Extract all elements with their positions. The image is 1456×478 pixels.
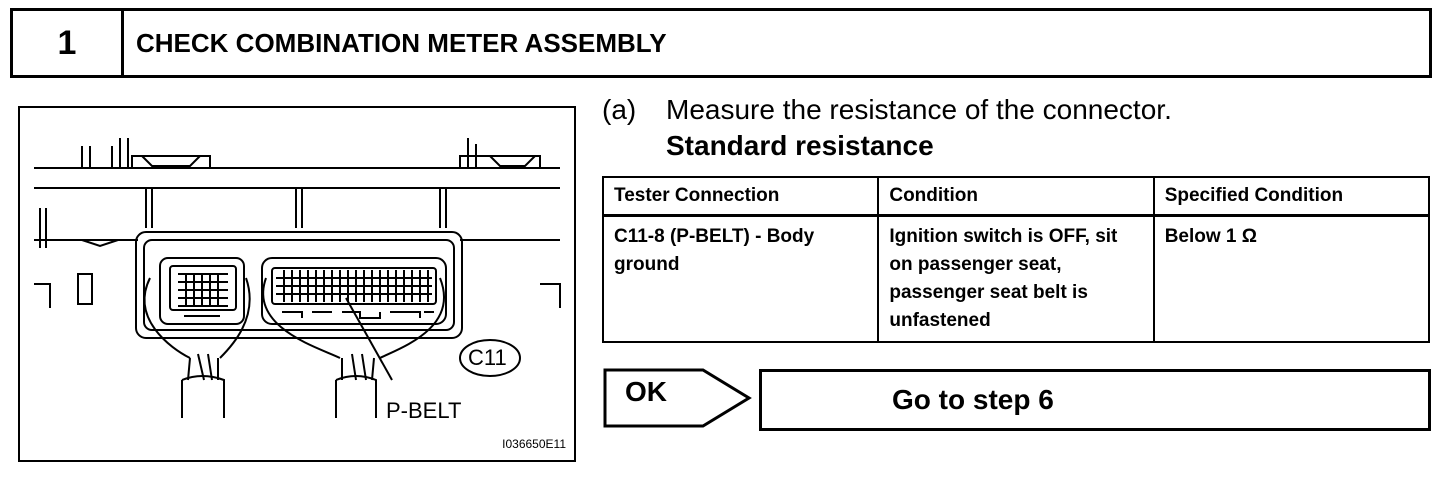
connector-label: C11 xyxy=(468,345,507,370)
pin-label: P-BELT xyxy=(386,398,462,423)
instruction-text: Measure the resistance of the connector. xyxy=(666,94,1172,125)
cell-tester-connection: C11-8 (P-BELT) - Body ground xyxy=(601,214,880,343)
step-number: 1 xyxy=(13,11,124,75)
ok-arrow-icon xyxy=(603,368,752,428)
instruction-tag: (a) xyxy=(602,94,637,125)
figure-id: I036650E11 xyxy=(502,437,566,451)
header-specified-condition: Specified Condition xyxy=(1152,176,1431,217)
table-row: C11-8 (P-BELT) - Body ground Ignition sw… xyxy=(601,214,1431,343)
go-to-step-box: Go to step 6 xyxy=(759,369,1431,431)
connector-illustration: C11 P-BELT I036650E11 xyxy=(18,106,576,462)
header-condition: Condition xyxy=(877,176,1155,217)
step-header: 1 CHECK COMBINATION METER ASSEMBLY xyxy=(10,8,1432,78)
instruction: (a) Measure the resistance of the connect… xyxy=(602,92,1172,164)
table-header-row: Tester Connection Condition Specified Co… xyxy=(601,176,1431,217)
resistance-table: Tester Connection Condition Specified Co… xyxy=(601,176,1431,343)
step-title: CHECK COMBINATION METER ASSEMBLY xyxy=(136,27,667,58)
instruction-subheading: Standard resistance xyxy=(666,130,934,161)
cell-condition: Ignition switch is OFF, sit on passenger… xyxy=(877,214,1155,343)
ok-label: OK xyxy=(625,376,667,407)
cell-specified-condition: Below 1 Ω xyxy=(1152,214,1431,343)
header-tester-connection: Tester Connection xyxy=(601,176,880,217)
